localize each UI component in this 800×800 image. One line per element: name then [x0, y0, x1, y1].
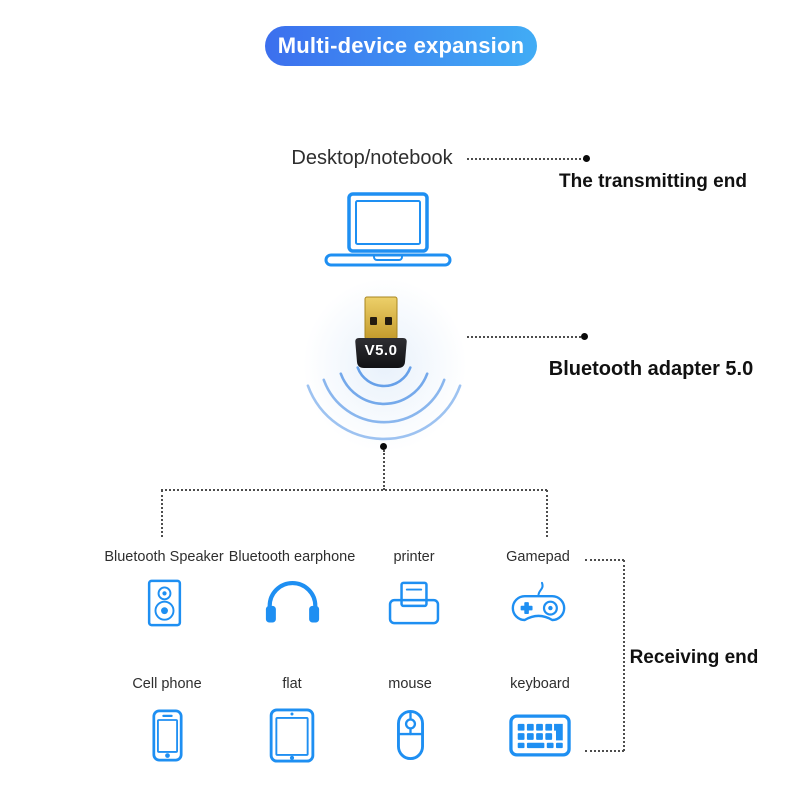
device-label: flat: [282, 676, 302, 692]
bracket-vertical-line: [623, 560, 625, 751]
desktop-label: Desktop/notebook: [291, 147, 453, 169]
device-label: Cell phone: [132, 676, 202, 692]
device-label: Bluetooth earphone: [228, 549, 356, 565]
device-cell-keyboard: keyboard: [460, 676, 620, 778]
keyboard-icon: [509, 713, 571, 757]
device-cell-cellphone: Cell phone: [87, 676, 247, 778]
device-label: mouse: [388, 676, 432, 692]
adapter-version-label: V5.0: [364, 342, 398, 359]
connector-junction-dot: [380, 443, 387, 450]
device-label: Gamepad: [506, 549, 570, 565]
gamepad-icon: [511, 581, 565, 621]
title-banner-label: Multi-device expansion: [277, 33, 525, 58]
mouse-icon: [396, 709, 424, 761]
transmitting-end-label: The transmitting end: [559, 171, 747, 192]
connector-right-drop-line: [546, 490, 548, 537]
signal-waves-icon: [306, 366, 462, 441]
smartphone-icon: [151, 709, 183, 761]
device-cell-gamepad: Gamepad: [458, 549, 618, 641]
device-cell-earphone: Bluetooth earphone: [212, 549, 372, 641]
device-cell-tablet: flat: [212, 676, 372, 778]
connector-stem-line: [383, 450, 385, 490]
laptop-icon: [324, 192, 452, 267]
connector-adapter-dot: [581, 333, 588, 340]
usb-adapter-icon: [355, 296, 407, 368]
connector-transmit-line: [467, 158, 585, 160]
tablet-icon: [269, 707, 315, 763]
bracket-bottom-line: [585, 750, 624, 752]
device-label: Bluetooth Speaker: [104, 549, 224, 565]
connector-adapter-line: [467, 336, 581, 338]
speaker-icon: [147, 579, 181, 627]
device-label: keyboard: [510, 676, 570, 692]
connector-transmit-dot: [583, 155, 590, 162]
receiving-end-label: Receiving end: [629, 647, 759, 668]
bracket-top-line: [585, 559, 624, 561]
printer-icon: [388, 581, 440, 625]
title-banner: Multi-device expansion: [265, 26, 537, 66]
device-cell-mouse: mouse: [330, 676, 490, 778]
connector-left-drop-line: [161, 490, 163, 537]
adapter-name-label: Bluetooth adapter 5.0: [548, 358, 754, 380]
device-label: printer: [393, 549, 435, 565]
device-cell-speaker: Bluetooth Speaker: [84, 549, 244, 641]
headphones-icon: [265, 581, 319, 623]
device-cell-printer: printer: [334, 549, 494, 641]
connector-branch-line: [161, 489, 547, 491]
